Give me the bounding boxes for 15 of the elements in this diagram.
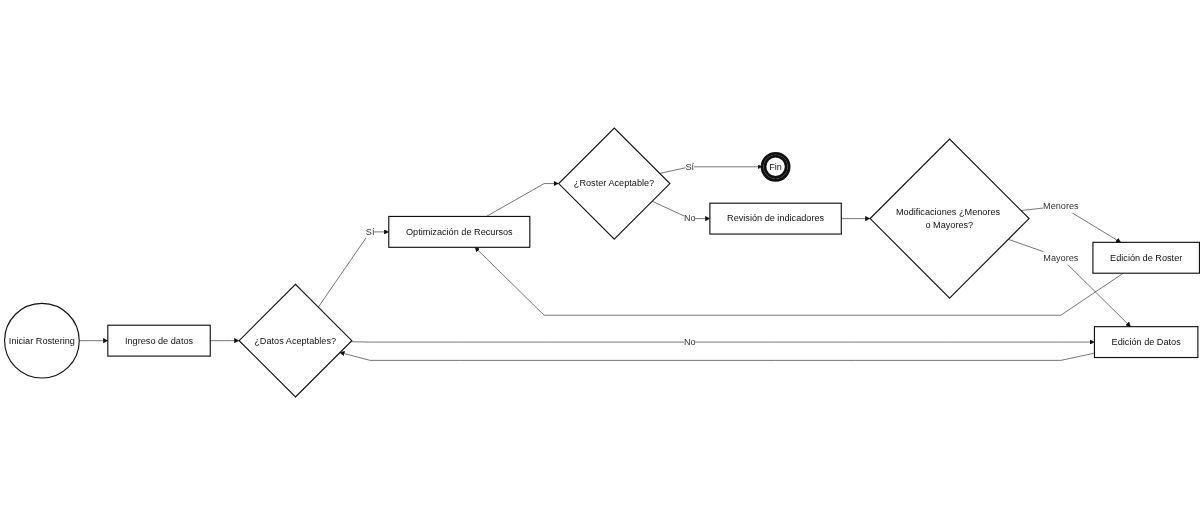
edge-label: No	[683, 213, 696, 224]
edge-label: Mayores	[1043, 252, 1079, 263]
edge-label: No	[683, 336, 696, 347]
node-diamond: ¿Datos Aceptables?	[238, 283, 353, 398]
node-box: Revisión de indicadores	[709, 202, 842, 235]
node-box: Optimización de Recursos	[388, 215, 531, 248]
node-diamond: Modificaciones ¿Menores o Mayores?	[869, 138, 1030, 299]
node-circle: Iniciar Rostering	[4, 302, 80, 379]
node-box: Edición de Roster	[1092, 241, 1200, 274]
node-box: Edición de Datos	[1093, 326, 1199, 359]
node-diamond: ¿Roster Aceptable?	[557, 127, 671, 240]
edge-label: Sí	[365, 226, 375, 237]
node-box: Ingreso de datos	[107, 324, 211, 357]
edge-label: Menores	[1043, 200, 1079, 211]
edge-label: Sí	[685, 161, 695, 172]
